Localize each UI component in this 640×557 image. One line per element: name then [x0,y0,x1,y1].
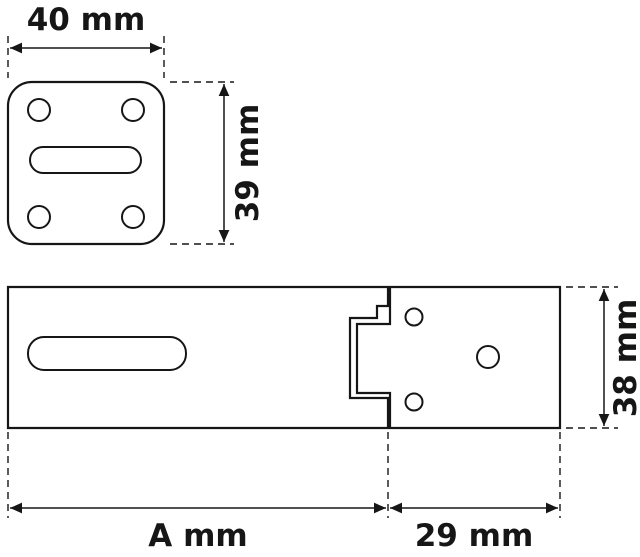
dimension-label-mount-height: 38 mm [608,299,640,418]
mount-hole-top [404,307,424,327]
screw-hole-bottom-right [121,205,145,229]
dimension-label-mount-length: 29 mm [415,518,534,554]
hasp-body-outline [6,285,390,430]
screw-hole-top-right [121,98,145,122]
dimension-bottom: A mm 29 mm [7,432,561,554]
screw-hole-bottom-left [27,205,51,229]
dimension-front-width: 40 mm [7,2,165,78]
dimension-label-front-width: 40 mm [27,2,146,38]
screw-hole-top-left [27,98,51,122]
hasp-body-slot [27,336,187,371]
front-plate-slot [29,146,142,174]
mount-hole-bottom [404,392,424,412]
side-view [6,285,562,430]
mount-hole-right [476,345,500,369]
dimension-front-height: 39 mm [170,81,266,245]
front-view-plate [6,80,166,246]
dimension-label-front-height: 39 mm [230,104,266,223]
dimension-label-body-length: A mm [148,518,247,554]
dimension-mount-height: 38 mm [566,286,640,429]
